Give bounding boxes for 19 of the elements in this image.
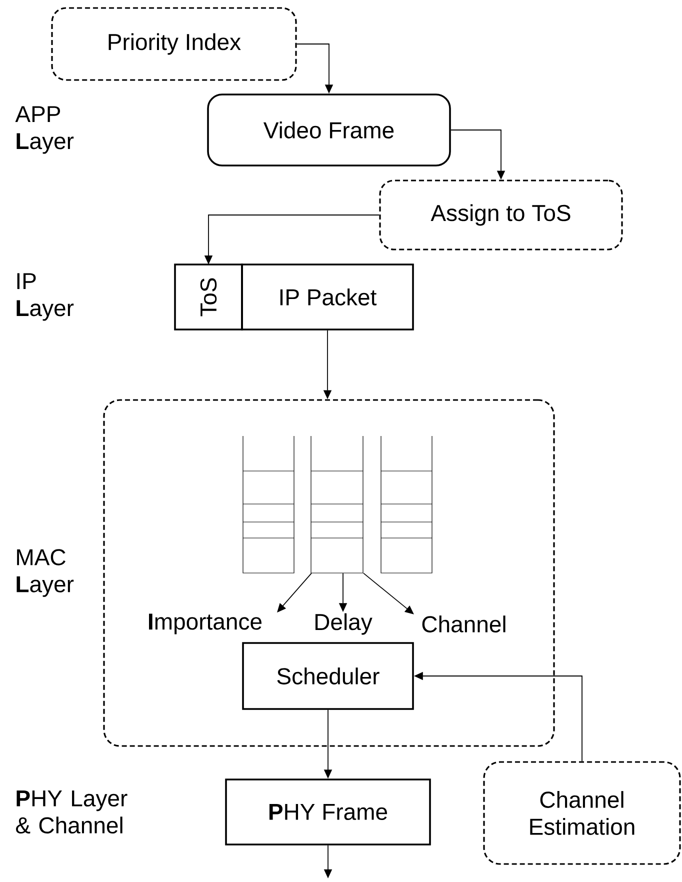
process-box: Channel Estimation xyxy=(483,761,681,865)
queue-label: Delay xyxy=(315,613,372,635)
process-box: Assign to ToS xyxy=(379,180,623,250)
layer-label: MAC Layer xyxy=(16,549,74,597)
queue-drawing xyxy=(242,436,432,574)
process-box: Video Frame xyxy=(207,94,451,166)
process-box: Priority Index xyxy=(51,7,297,81)
layer-label: IP Layer xyxy=(16,273,74,321)
queue-label: Importance xyxy=(149,614,262,634)
process-box: Scheduler xyxy=(242,642,414,710)
packet-field: ToS xyxy=(174,264,243,330)
queue-label: Channel xyxy=(422,616,506,632)
packet-box: IP Packet xyxy=(241,264,414,330)
process-box: PHY Frame xyxy=(225,778,431,846)
layer-label: APP Layer xyxy=(15,106,74,154)
layer-region xyxy=(103,399,555,747)
arrow xyxy=(277,572,312,612)
arrow xyxy=(363,572,414,614)
layer-label: PHY Layer & Channel xyxy=(16,790,128,834)
